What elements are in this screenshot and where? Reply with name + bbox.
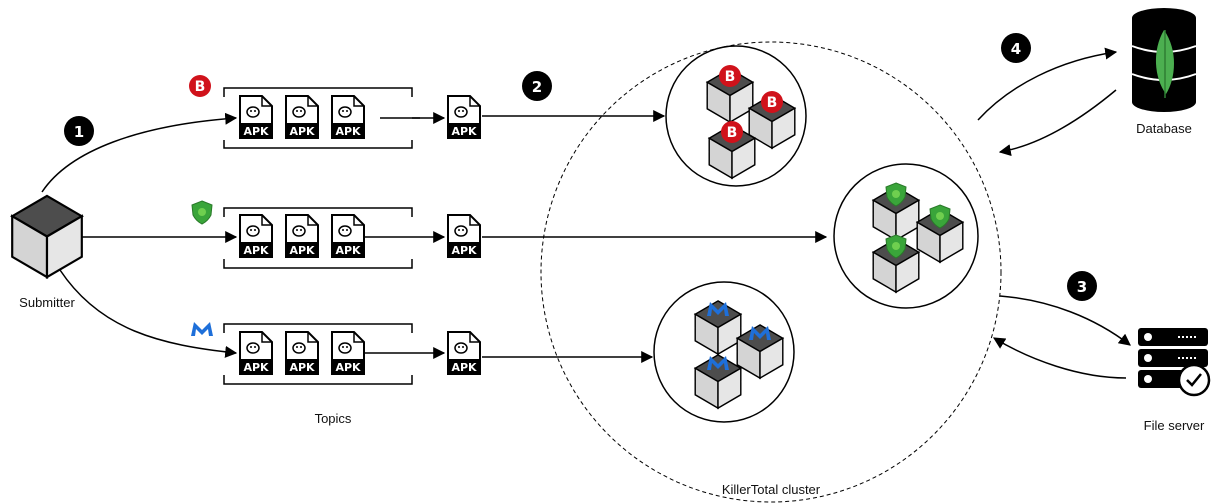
step-2-badge: 2: [522, 71, 552, 101]
svg-text:APK: APK: [335, 361, 361, 374]
svg-text:3: 3: [1077, 278, 1087, 296]
submitter-cube-icon: [11, 194, 83, 279]
apk-file-icon: APK: [331, 331, 365, 375]
apk-file-icon: APK: [447, 95, 481, 139]
scanner-node-malwarebytes: [653, 281, 795, 423]
malwarebytes-m-icon: [191, 322, 213, 336]
svg-text:APK: APK: [243, 244, 269, 257]
scanner-node-bitdefender: [665, 45, 807, 187]
cluster-to-database-arrow: [977, 47, 1118, 121]
apk-file-icon: APK: [239, 214, 273, 258]
svg-text:APK: APK: [289, 125, 315, 138]
svg-text:APK: APK: [289, 361, 315, 374]
apk-file-icon: APK: [285, 331, 319, 375]
svg-text:APK: APK: [451, 244, 477, 257]
apk-file-icon: APK: [447, 214, 481, 258]
svg-text:APK: APK: [451, 361, 477, 374]
submitter-to-topic-3-arrow: [59, 269, 238, 358]
svg-text:APK: APK: [243, 361, 269, 374]
bitdefender-b-icon: [761, 91, 783, 113]
bitdefender-b-icon: [721, 121, 743, 143]
step-1-badge: 1: [64, 116, 94, 146]
svg-text:APK: APK: [335, 125, 361, 138]
svg-text:APK: APK: [243, 125, 269, 138]
cluster-to-fileserver-arrow: [999, 295, 1131, 346]
topics-label: Topics: [315, 411, 352, 426]
submitter-label: Submitter: [19, 295, 75, 310]
apk-file-icon: APK: [239, 331, 273, 375]
topic-queue-malwarebytes: [223, 323, 413, 385]
apk-file-icon: APK: [331, 95, 365, 139]
file-server-label: File server: [1144, 418, 1205, 433]
cluster-label: KillerTotal cluster: [722, 482, 821, 497]
apk-file-icon: APK: [331, 214, 365, 258]
svg-text:1: 1: [74, 123, 84, 141]
bitdefender-b-icon: [189, 75, 211, 97]
fileserver-to-cluster-arrow: [992, 337, 1127, 379]
database-icon: [1131, 8, 1197, 112]
apk-file-icon: APK: [239, 95, 273, 139]
bitdefender-b-icon: [719, 65, 741, 87]
apk-file-icon: APK: [285, 214, 319, 258]
file-server-icon: [1138, 328, 1211, 397]
svg-text:APK: APK: [289, 244, 315, 257]
step-3-badge: 3: [1067, 271, 1097, 301]
cluster-boundary: [540, 41, 1002, 503]
submitter-to-topic-1-arrow: [41, 112, 238, 193]
apk-file-icon: APK: [447, 331, 481, 375]
apk-file-icon: APK: [285, 95, 319, 139]
svg-text:2: 2: [532, 78, 542, 96]
svg-text:APK: APK: [335, 244, 361, 257]
topic-queue-shield: [223, 207, 413, 269]
scanner-node-shield: [833, 163, 979, 309]
svg-text:APK: APK: [451, 125, 477, 138]
database-to-cluster-arrow: [998, 89, 1117, 157]
svg-text:4: 4: [1011, 40, 1021, 58]
step-4-badge: 4: [1001, 33, 1031, 63]
green-shield-icon: [191, 200, 213, 225]
database-label: Database: [1136, 121, 1192, 136]
